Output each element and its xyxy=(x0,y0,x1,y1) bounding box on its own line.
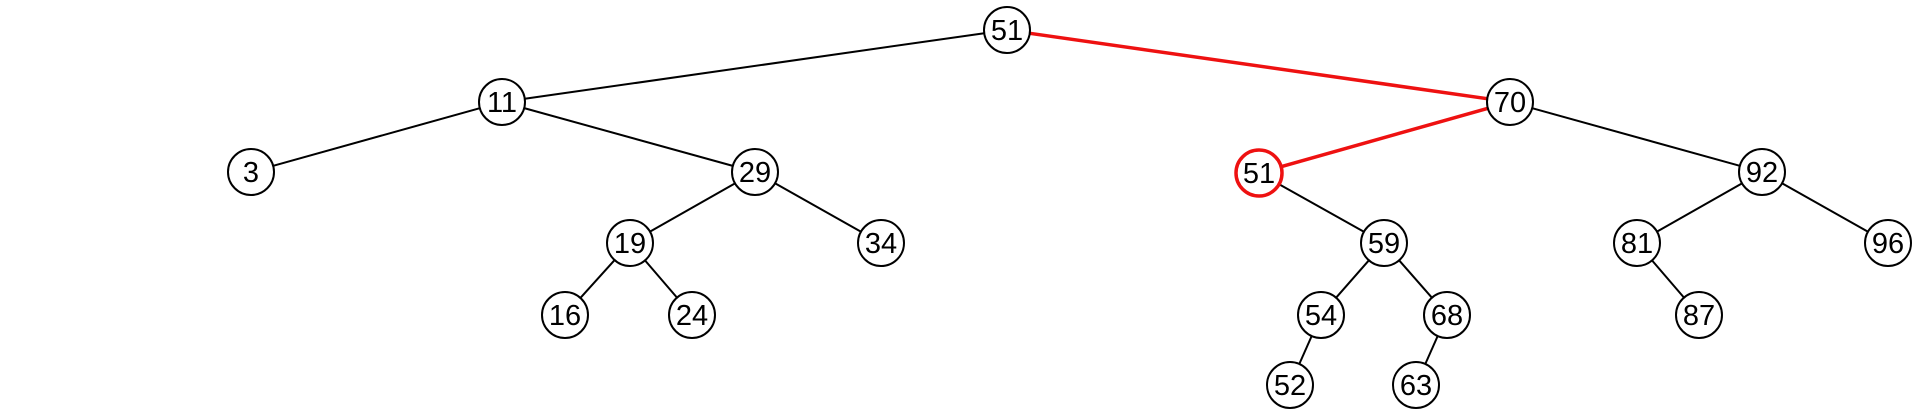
tree-node: 54 xyxy=(1297,291,1345,339)
node-circle xyxy=(983,6,1031,54)
node-label: 29 xyxy=(739,157,771,189)
node-label: 11 xyxy=(487,87,517,119)
tree-node: 3 xyxy=(227,148,275,196)
tree-node: 92 xyxy=(1738,148,1786,196)
tree-node-highlighted: 51 xyxy=(1234,148,1284,198)
tree-edge xyxy=(1531,107,1741,167)
tree-edge xyxy=(1424,335,1439,365)
tree-edge xyxy=(1656,182,1743,233)
node-label: 34 xyxy=(865,228,897,260)
tree-node: 19 xyxy=(606,219,654,267)
tree-edges xyxy=(272,31,1869,365)
tree-node: 63 xyxy=(1392,361,1440,409)
node-label: 51 xyxy=(991,15,1023,47)
node-label: 16 xyxy=(549,300,581,332)
tree-node: 29 xyxy=(731,148,779,196)
node-circle xyxy=(1423,291,1471,339)
node-label: 81 xyxy=(1621,228,1653,260)
node-label: 24 xyxy=(676,300,708,332)
node-circle xyxy=(478,78,526,126)
tree-node: 11 xyxy=(478,78,526,126)
node-circle xyxy=(227,148,275,196)
tree-edge xyxy=(1398,259,1433,299)
node-label: 52 xyxy=(1274,370,1306,402)
node-label: 63 xyxy=(1400,370,1432,402)
tree-node: 96 xyxy=(1864,219,1912,267)
tree-node: 34 xyxy=(857,219,905,267)
tree-node: 16 xyxy=(541,291,589,339)
tree-edge xyxy=(1335,259,1370,299)
node-circle xyxy=(731,148,779,196)
node-label: 3 xyxy=(243,157,259,189)
tree-edge xyxy=(1278,183,1365,233)
node-circle xyxy=(1360,219,1408,267)
node-circle xyxy=(1613,219,1661,267)
node-circle xyxy=(1297,291,1345,339)
tree-node: 51 xyxy=(983,6,1031,54)
tree-nodes: 51 11 70 3 29 19 34 16 24 51 92 59 54 68 52 63 81 96 87 xyxy=(227,6,1912,409)
node-circle xyxy=(1738,148,1786,196)
tree-edge xyxy=(579,259,616,299)
node-label: 96 xyxy=(1872,228,1904,260)
tree-edge xyxy=(649,182,736,233)
tree-edge xyxy=(524,32,985,100)
tree-edge xyxy=(644,259,678,299)
tree-edge xyxy=(1298,335,1313,365)
node-label: 54 xyxy=(1305,300,1337,332)
tree-node: 81 xyxy=(1613,219,1661,267)
node-circle xyxy=(1864,219,1912,267)
node-circle xyxy=(541,291,589,339)
tree-edge xyxy=(1781,182,1869,233)
node-label: 51 xyxy=(1243,158,1275,190)
node-label: 59 xyxy=(1368,228,1400,260)
node-circle xyxy=(1234,148,1284,198)
node-circle xyxy=(606,219,654,267)
tree-edge xyxy=(774,182,862,233)
node-label: 92 xyxy=(1746,157,1778,189)
node-label: 70 xyxy=(1494,87,1526,119)
tree-edge xyxy=(523,107,734,167)
tree-node: 24 xyxy=(668,291,716,339)
node-circle xyxy=(668,291,716,339)
node-label: 68 xyxy=(1431,300,1463,332)
node-circle xyxy=(1266,361,1314,409)
tree-edge xyxy=(272,107,481,167)
tree-node: 68 xyxy=(1423,291,1471,339)
node-label: 87 xyxy=(1683,300,1715,332)
node-circle xyxy=(1392,361,1440,409)
tree-edge-highlighted xyxy=(1029,31,1488,101)
node-circle xyxy=(1486,78,1534,126)
tree-node: 87 xyxy=(1675,291,1723,339)
node-circle xyxy=(857,219,905,267)
node-circle xyxy=(1675,291,1723,339)
node-label: 19 xyxy=(614,228,646,260)
tree-edge xyxy=(1651,259,1685,299)
tree-node: 52 xyxy=(1266,361,1314,409)
tree-node: 70 xyxy=(1486,78,1534,126)
tree-edge-highlighted xyxy=(1280,106,1489,169)
tree-node: 59 xyxy=(1360,219,1408,267)
